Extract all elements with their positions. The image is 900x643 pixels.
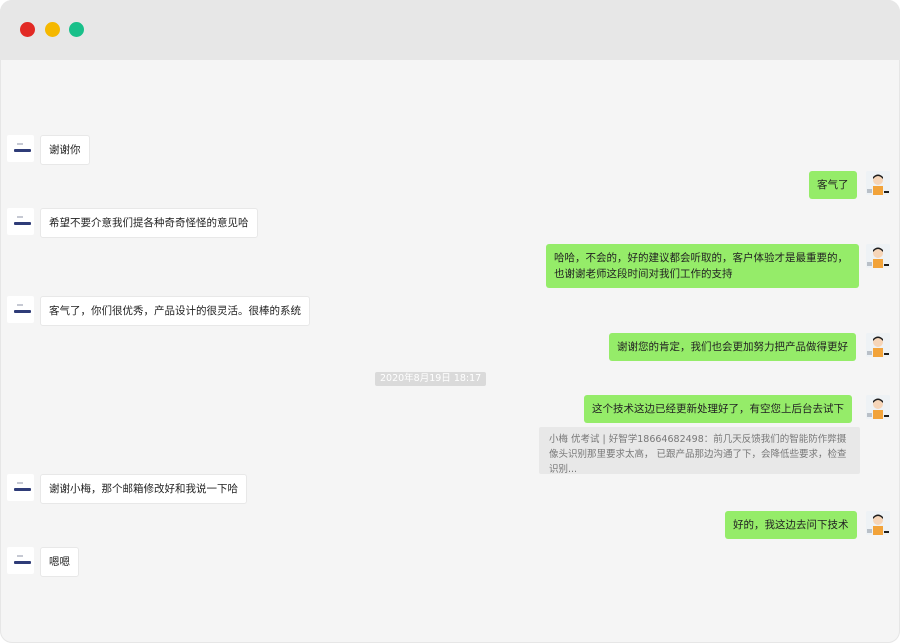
contact-avatar[interactable] bbox=[7, 474, 34, 501]
user-avatar[interactable] bbox=[866, 511, 890, 535]
title-bar bbox=[0, 0, 900, 60]
contact-avatar[interactable] bbox=[7, 208, 34, 235]
logo-bar bbox=[14, 149, 31, 152]
message-text: 好的，我这边去问下技术 bbox=[733, 519, 849, 531]
user-avatar[interactable] bbox=[866, 244, 890, 268]
logo-mark bbox=[17, 555, 23, 557]
chat-area[interactable]: 谢谢你 客气了 希望不要介意我们提各种奇奇怪怪的意见哈 哈哈，不 bbox=[0, 60, 900, 643]
quoted-message[interactable]: 小梅 优考试 | 好智学18664682498：前几天反馈我们的智能防作弊摄像头… bbox=[539, 427, 860, 474]
close-window-button[interactable] bbox=[20, 22, 35, 37]
user-avatar-icon bbox=[866, 511, 890, 535]
message-text: 客气了 bbox=[817, 179, 849, 191]
contact-avatar[interactable] bbox=[7, 296, 34, 323]
message-bubble-outgoing[interactable]: 客气了 bbox=[809, 171, 857, 199]
message-text-line: 哈哈，不会的，好的建议都会听取的，客户体验才是最重要的， bbox=[554, 252, 848, 264]
message-text: 谢谢你 bbox=[49, 144, 81, 156]
maximize-window-button[interactable] bbox=[69, 22, 84, 37]
message-text: 这个技术这边已经更新处理好了，有空您上后台去试下 bbox=[592, 403, 844, 415]
logo-mark bbox=[17, 482, 23, 484]
message-bubble-outgoing[interactable]: 谢谢您的肯定，我们也会更加努力把产品做得更好 bbox=[609, 333, 856, 361]
message-bubble-incoming[interactable]: 谢谢你 bbox=[40, 135, 90, 165]
user-avatar-icon bbox=[866, 171, 890, 195]
message-text: 嗯嗯 bbox=[49, 556, 70, 568]
user-avatar-icon bbox=[866, 395, 890, 419]
contact-avatar[interactable] bbox=[7, 547, 34, 574]
logo-mark bbox=[17, 216, 23, 218]
message-text-line: 也谢谢老师这段时间对我们工作的支持 bbox=[554, 268, 733, 280]
message-bubble-outgoing[interactable]: 这个技术这边已经更新处理好了，有空您上后台去试下 bbox=[584, 395, 852, 423]
logo-bar bbox=[14, 310, 31, 313]
message-bubble-incoming[interactable]: 谢谢小梅，那个邮箱修改好和我说一下哈 bbox=[40, 474, 247, 504]
message-bubble-outgoing[interactable]: 哈哈，不会的，好的建议都会听取的，客户体验才是最重要的， 也谢谢老师这段时间对我… bbox=[546, 244, 859, 288]
message-bubble-incoming[interactable]: 希望不要介意我们提各种奇奇怪怪的意见哈 bbox=[40, 208, 258, 238]
message-text: 希望不要介意我们提各种奇奇怪怪的意见哈 bbox=[49, 217, 249, 229]
message-text: 谢谢小梅，那个邮箱修改好和我说一下哈 bbox=[49, 483, 238, 495]
user-avatar[interactable] bbox=[866, 333, 890, 357]
user-avatar[interactable] bbox=[866, 171, 890, 195]
message-bubble-incoming[interactable]: 嗯嗯 bbox=[40, 547, 79, 577]
logo-mark bbox=[17, 143, 23, 145]
message-bubble-outgoing[interactable]: 好的，我这边去问下技术 bbox=[725, 511, 857, 539]
user-avatar-icon bbox=[866, 244, 890, 268]
logo-bar bbox=[14, 222, 31, 225]
user-avatar-icon bbox=[866, 333, 890, 357]
message-text: 谢谢您的肯定，我们也会更加努力把产品做得更好 bbox=[617, 341, 848, 353]
contact-avatar[interactable] bbox=[7, 135, 34, 162]
logo-bar bbox=[14, 488, 31, 491]
message-text: 客气了，你们很优秀，产品设计的很灵活。很棒的系统 bbox=[49, 305, 301, 317]
minimize-window-button[interactable] bbox=[45, 22, 60, 37]
logo-mark bbox=[17, 304, 23, 306]
message-timestamp: 2020年8月19日 18:17 bbox=[375, 372, 487, 386]
user-avatar[interactable] bbox=[866, 395, 890, 419]
message-bubble-incoming[interactable]: 客气了，你们很优秀，产品设计的很灵活。很棒的系统 bbox=[40, 296, 310, 326]
logo-bar bbox=[14, 561, 31, 564]
